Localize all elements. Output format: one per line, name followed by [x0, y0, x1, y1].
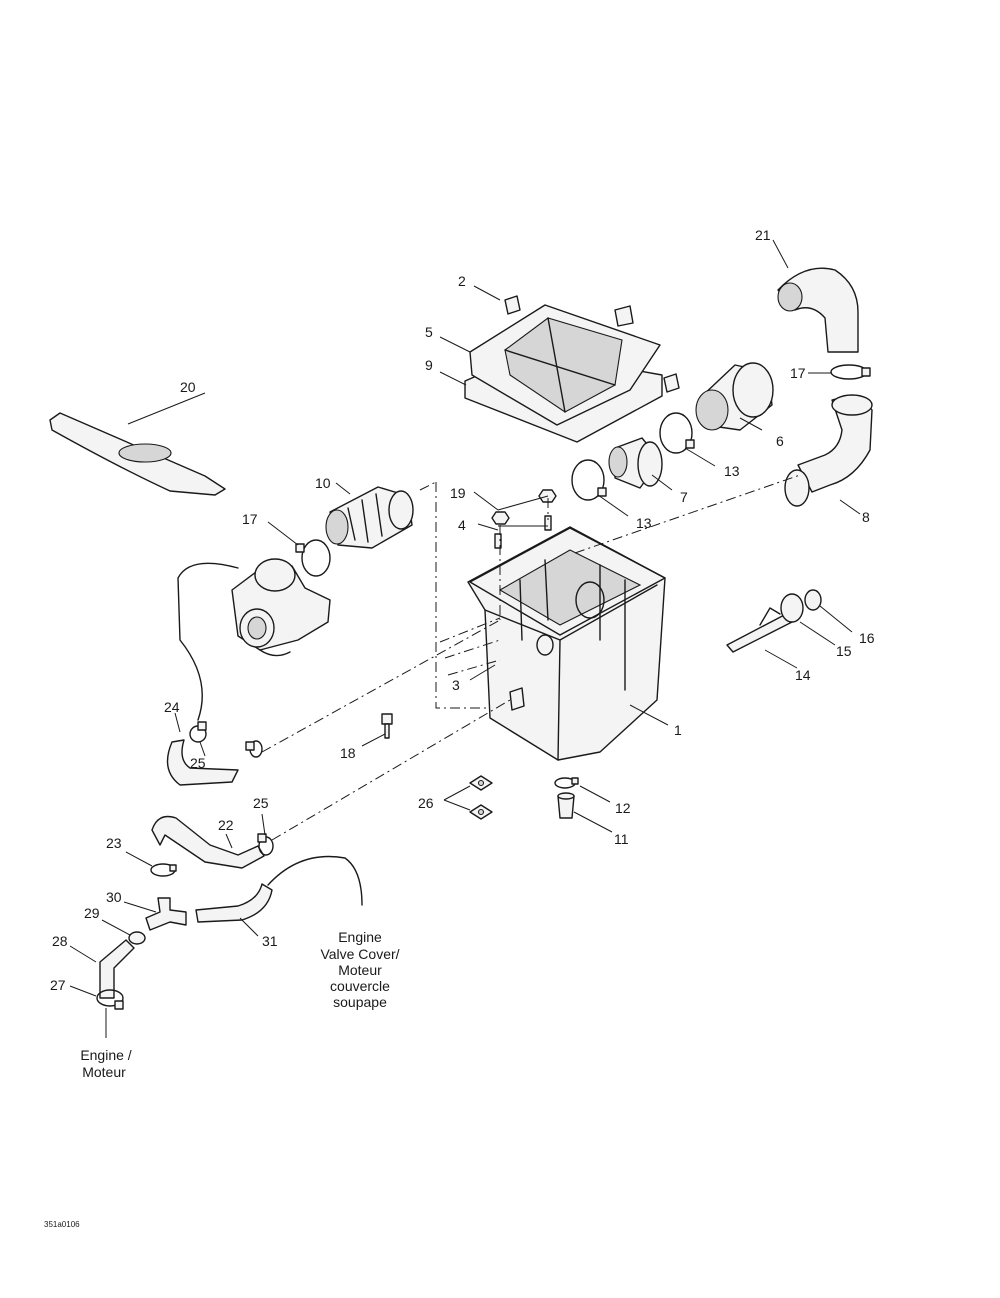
callout-29: 29 [84, 905, 100, 921]
callout-16: 16 [859, 630, 875, 646]
callout-20: 20 [180, 379, 196, 395]
assembly-lines [261, 474, 801, 841]
part-13-clamp-lower [571, 459, 607, 501]
note-engine-line-1: Engine / [80, 1047, 131, 1063]
part-17-clamp-right [830, 364, 871, 380]
part-22-hose [151, 815, 265, 869]
callout-18: 18 [340, 745, 356, 761]
note-valve-cover-line-1: Engine [338, 929, 382, 945]
callout-10: 10 [315, 475, 331, 491]
part-5-cover [469, 304, 661, 426]
part-16-cap [804, 589, 822, 611]
callout-13-lower: 13 [636, 515, 652, 531]
callout-27: 27 [50, 977, 66, 993]
note-engine-line-2: Moteur [82, 1064, 126, 1080]
part-1-airbox [467, 526, 666, 761]
note-valve-cover: Engine Valve Cover/ Moteur couvercle sou… [320, 929, 399, 1010]
note-valve-cover-line-2: Valve Cover/ [320, 946, 399, 962]
carb-vent-line [177, 562, 239, 721]
callout-3: 3 [452, 677, 460, 693]
callout-13-upper: 13 [724, 463, 740, 479]
leader-lines [69, 239, 861, 997]
callout-19: 19 [450, 485, 466, 501]
callout-12: 12 [615, 800, 631, 816]
callout-25-upper: 25 [190, 755, 206, 771]
part-4-grommets [494, 515, 552, 549]
part-15-plug [780, 593, 804, 623]
part-31-hose [195, 883, 273, 923]
part-27-clamp [96, 989, 124, 1010]
callout-7: 7 [680, 489, 688, 505]
callout-15: 15 [836, 643, 852, 659]
callout-30: 30 [106, 889, 122, 905]
part-24-hose [166, 739, 239, 786]
part-28-hose [99, 939, 135, 999]
callout-1: 1 [674, 722, 682, 738]
drawing-reference: 351a0106 [44, 1220, 80, 1229]
part-17-clamp-left [295, 539, 331, 577]
part-20-panel [49, 412, 226, 496]
note-valve-cover-line-3: Moteur [338, 962, 382, 978]
callout-22: 22 [218, 817, 234, 833]
callout-2: 2 [458, 273, 466, 289]
part-25-clamp-upper [189, 721, 263, 758]
callout-9: 9 [425, 357, 433, 373]
callout-24: 24 [164, 699, 180, 715]
part-6-filter [695, 362, 774, 431]
callout-26: 26 [418, 795, 434, 811]
part-18-bolt [381, 713, 393, 739]
part-12-clamp [554, 777, 579, 789]
valve-cover-line [267, 855, 363, 906]
callouts: 1 2 3 4 5 6 7 8 9 10 11 12 13 13 14 15 1… [50, 227, 875, 993]
callout-28: 28 [52, 933, 68, 949]
part-8-tube [784, 394, 873, 507]
part-26-pads [469, 775, 493, 820]
callout-17-left: 17 [242, 511, 258, 527]
callout-4: 4 [458, 517, 466, 533]
callout-25-lower: 25 [253, 795, 269, 811]
part-29-connector [128, 931, 146, 945]
part-7-connector [608, 437, 663, 489]
part-2-clips [504, 295, 680, 393]
callout-5: 5 [425, 324, 433, 340]
callout-6: 6 [776, 433, 784, 449]
callout-23: 23 [106, 835, 122, 851]
callout-8: 8 [862, 509, 870, 525]
callout-21: 21 [755, 227, 771, 243]
note-valve-cover-line-4: couvercle [330, 978, 390, 994]
carburetor [231, 558, 331, 657]
part-11-cap [557, 792, 575, 819]
callout-14: 14 [795, 667, 811, 683]
callout-17-right: 17 [790, 365, 806, 381]
part-25-clamp-lower [257, 833, 274, 856]
part-10-boot [325, 486, 414, 549]
part-21-elbow [777, 267, 859, 353]
part-13-clamp-upper [659, 412, 695, 454]
part-30-tee [145, 897, 187, 931]
part-23-clamp [150, 863, 177, 877]
callout-11: 11 [614, 831, 629, 847]
note-engine: Engine / Moteur [80, 1047, 131, 1080]
callout-31: 31 [262, 933, 278, 949]
note-valve-cover-line-5: soupape [333, 994, 387, 1010]
